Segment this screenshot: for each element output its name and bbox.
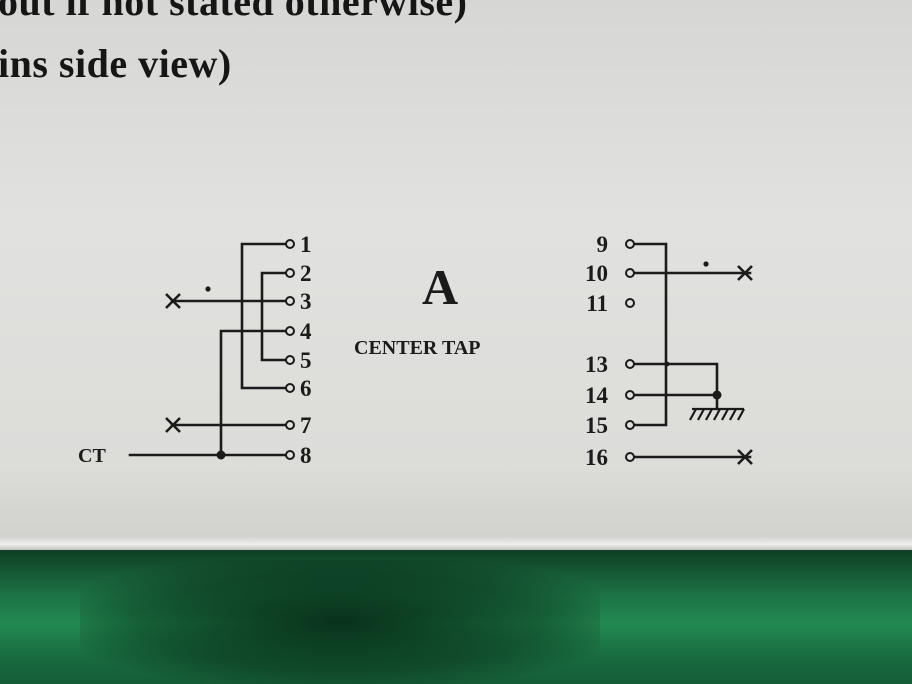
pin-label-3: 3 xyxy=(300,289,312,314)
polarity-dot-right xyxy=(703,261,709,267)
paper-edge xyxy=(0,536,912,550)
wire-13 xyxy=(632,362,719,411)
pin-8 xyxy=(285,450,295,460)
pin-10 xyxy=(625,268,635,278)
pin-label-9: 9 xyxy=(597,232,609,257)
right-winding-schematic: 9 10 11 13 14 15 16 xyxy=(585,232,753,470)
no-connect-x-16 xyxy=(737,449,753,465)
no-connect-x-7 xyxy=(165,417,181,433)
paper-sheet xyxy=(0,0,912,550)
header-line-2: ins side view) xyxy=(0,41,232,86)
junction-dot xyxy=(216,450,226,460)
pin-label-15: 15 xyxy=(585,413,608,438)
pin-9 xyxy=(625,239,635,249)
no-connect-x-3 xyxy=(165,293,181,309)
pin-5 xyxy=(285,355,295,365)
center-tap-caption: CENTER TAP xyxy=(354,337,481,359)
pin-label-7: 7 xyxy=(300,413,312,438)
pin-16 xyxy=(625,452,635,462)
pin-label-14: 14 xyxy=(585,383,609,408)
variant-label: A xyxy=(422,259,458,315)
left-winding-schematic: 1 2 3 4 5 6 7 8 CT xyxy=(78,232,312,468)
pin-14 xyxy=(625,390,635,400)
pin-11 xyxy=(625,298,635,308)
polarity-dot-left xyxy=(205,286,211,292)
pin-2 xyxy=(285,268,295,278)
pinout-diagram: 1 2 3 4 5 6 7 8 CT A CENTER TAP xyxy=(78,232,753,470)
ct-label: CT xyxy=(78,445,106,467)
ground-junction-dot xyxy=(712,390,722,400)
wire-1-6 xyxy=(240,242,288,390)
pin-4 xyxy=(285,326,295,336)
pin-label-8: 8 xyxy=(300,443,312,468)
pin-label-11: 11 xyxy=(586,291,608,316)
pin-label-4: 4 xyxy=(300,319,312,344)
crossing-dot xyxy=(664,361,670,367)
pin-label-10: 10 xyxy=(585,261,608,286)
camera-shadow xyxy=(80,560,600,684)
pin-label-5: 5 xyxy=(300,348,312,373)
pin-3 xyxy=(285,296,295,306)
pin-label-16: 16 xyxy=(585,445,608,470)
pin-label-1: 1 xyxy=(300,232,312,257)
pin-7 xyxy=(285,420,295,430)
pin-label-2: 2 xyxy=(300,261,312,286)
no-connect-x-10 xyxy=(737,265,753,281)
header-line-1: out if not stated otherwise) xyxy=(0,0,468,24)
pin-label-6: 6 xyxy=(300,376,312,401)
pin-13 xyxy=(625,359,635,369)
wire-2-5 xyxy=(260,271,288,362)
ground-icon xyxy=(689,407,745,421)
pin-label-13: 13 xyxy=(585,352,608,377)
pin-15 xyxy=(625,420,635,430)
wire-9-15 xyxy=(632,242,668,427)
pin-1 xyxy=(285,239,295,249)
wire-4 xyxy=(219,329,288,457)
pin-6 xyxy=(285,383,295,393)
